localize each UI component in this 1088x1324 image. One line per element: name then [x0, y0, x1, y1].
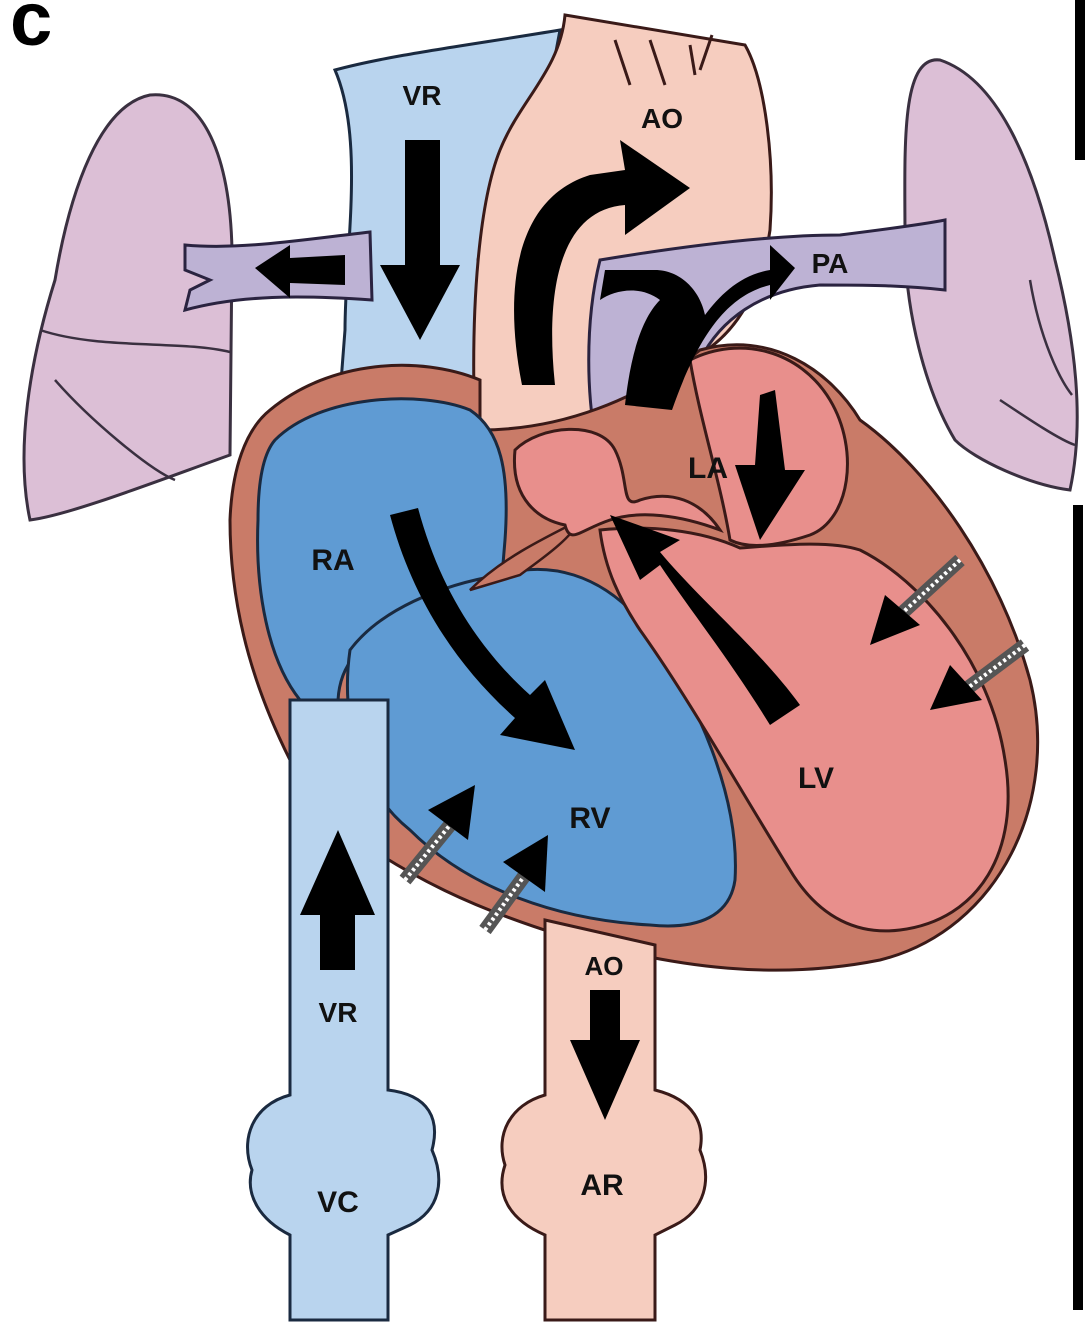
label-vr-bottom: VR	[319, 997, 358, 1028]
label-pa: PA	[812, 248, 849, 279]
label-ar: AR	[580, 1169, 624, 1202]
label-ao-top: AO	[641, 103, 683, 134]
label-la: LA	[688, 452, 728, 485]
label-vc: VC	[317, 1186, 359, 1219]
label-ao-bottom: AO	[585, 951, 624, 981]
label-vr-top: VR	[403, 80, 442, 111]
label-ra: RA	[311, 544, 354, 577]
label-lv: LV	[798, 762, 834, 795]
label-rv: RV	[569, 802, 610, 835]
